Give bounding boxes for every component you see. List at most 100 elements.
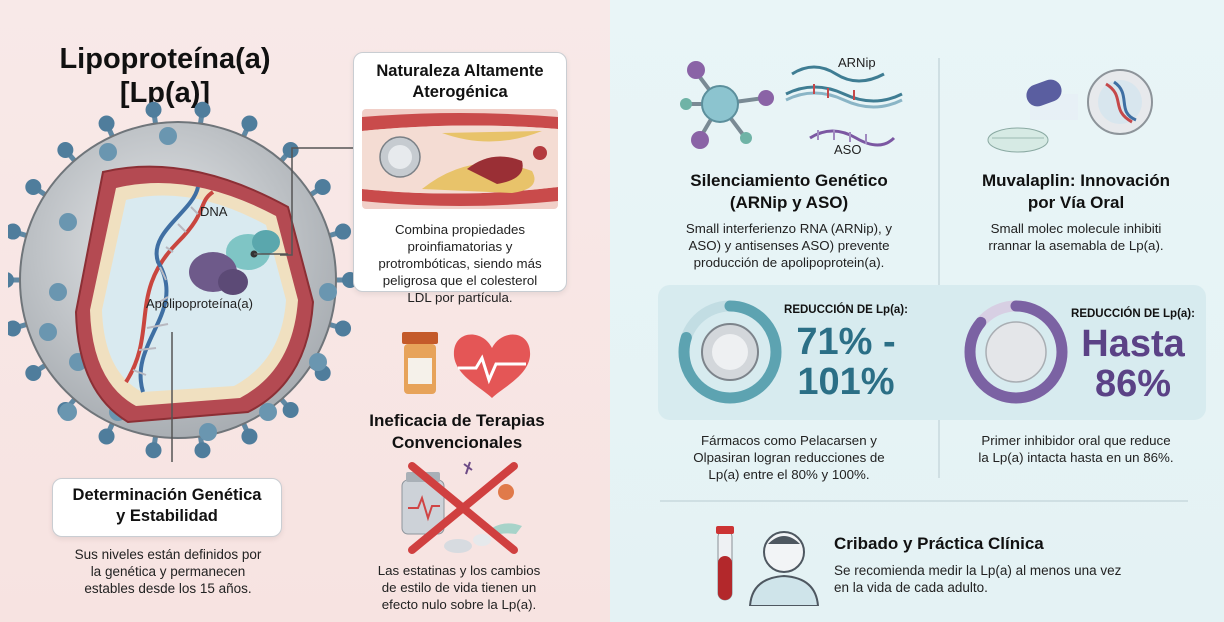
genetic-text-1: Sus niveles están definidos por xyxy=(74,547,262,562)
molecule-icon xyxy=(680,61,774,149)
silencing-text-1: Small interferienzo RNA (ARNip), y xyxy=(685,221,893,236)
silencing-value: 71% - 101% xyxy=(776,322,916,402)
oral-value-line-1: Hasta xyxy=(1081,323,1185,365)
lpa-particle-illustration xyxy=(8,101,358,462)
surface-dot xyxy=(59,213,77,231)
silencing-value-line-1: 71% - xyxy=(796,321,896,363)
spike-head xyxy=(145,442,162,459)
apolipoprotein-icon xyxy=(189,230,280,295)
genetic-text: Sus niveles están definidos por la genét… xyxy=(40,546,296,597)
dna-helix-icon xyxy=(124,186,215,393)
spike-head xyxy=(98,428,115,445)
screening-text: Se recomienda medir la Lp(a) al menos un… xyxy=(834,562,1121,596)
genetic-title-line-1: Determinación Genética xyxy=(72,486,262,504)
oral-text-2: rrannar la asemabla de Lp(a). xyxy=(988,238,1164,253)
genetic-text-3: estables desde los 15 años. xyxy=(84,581,252,596)
oral-title-line-2: por Vía Oral xyxy=(1027,193,1125,212)
genetic-card: Determinación Genética y Estabilidad xyxy=(52,478,282,537)
atherogenic-text-2: proinfiamatorias y xyxy=(407,239,513,254)
silencing-ring-progress xyxy=(678,300,782,404)
oral-value: Hasta 86% xyxy=(1062,324,1204,404)
silencing-desc-2: Olpasiran logran reducciones de xyxy=(693,450,885,465)
atherogenic-card: Naturaleza Altamente Aterogénica Combina… xyxy=(353,52,567,305)
spike-head xyxy=(282,401,299,418)
ineficacia-text-1: Las estatinas y los cambios xyxy=(377,563,541,578)
silencing-text: Small interferienzo RNA (ARNip), y ASO) … xyxy=(664,220,914,271)
spike-head xyxy=(8,272,14,288)
atherogenic-text-3: protrombóticas, siendo más xyxy=(378,256,542,271)
oral-ring xyxy=(964,300,1068,404)
spike-head xyxy=(335,320,352,337)
oral-reduction-label: REDUCCIÓN DE Lp(a): xyxy=(1071,308,1195,320)
spike-head xyxy=(314,179,331,196)
surface-dot xyxy=(49,283,67,301)
oral-desc-1: Primer inhibidor oral que reduce xyxy=(981,433,1171,448)
screening-text-1: Se recomienda medir la Lp(a) al menos un… xyxy=(834,563,1122,578)
arnip-label: ARNip xyxy=(838,55,876,70)
ineficacia-text-3: efecto nulo sobre la Lp(a). xyxy=(381,597,537,612)
ineficacia-text: Las estatinas y los cambios de estilo de… xyxy=(352,562,566,613)
atherogenic-title: Naturaleza Altamente Aterogénica xyxy=(362,61,558,103)
column-divider xyxy=(938,58,940,478)
screening-icon xyxy=(716,526,820,606)
spike-head xyxy=(241,428,258,445)
atherogenic-text-5: LDL por partícula. xyxy=(407,290,513,305)
surface-dot xyxy=(159,127,177,145)
connector-line xyxy=(280,147,356,256)
spike-head xyxy=(335,223,352,240)
silencing-reduction-label: REDUCCIÓN DE Lp(a): xyxy=(784,304,908,316)
oral-desc-2: la Lp(a) intacta hasta en un 86%. xyxy=(978,450,1174,465)
silencing-ring xyxy=(678,300,782,404)
silencing-title: Silenciamiento Genético (ARNip y ASO) xyxy=(664,170,914,214)
silencing-desc-3: Lp(a) entre el 80% y 100%. xyxy=(708,467,870,482)
apo-label: Apolipoproteína(a) xyxy=(146,296,253,311)
spike-head xyxy=(57,142,74,159)
atherogenic-text-1: Combina propiedades xyxy=(394,222,526,237)
artery-illustration xyxy=(362,109,558,209)
ineficacia-text-2: de estilo de vida tienen un xyxy=(381,580,537,595)
silencing-title-line-2: (ARNip y ASO) xyxy=(729,193,849,212)
silencing-text-2: ASO) y antisenses ASO) prevente xyxy=(688,238,890,253)
silencing-desc-1: Fármacos como Pelacarsen y xyxy=(701,433,877,448)
spike-head xyxy=(194,101,211,118)
spike-head xyxy=(145,101,162,118)
screening-text-2: en la vida de cada adulto. xyxy=(834,580,988,595)
atherogenic-title-line-1: Naturaleza Altamente xyxy=(376,62,544,80)
dna-label: DNA xyxy=(200,204,228,219)
spike-head xyxy=(8,223,21,240)
atherogenic-text-4: peligrosa que el colesterol xyxy=(382,273,538,288)
genetic-title-line-2: y Estabilidad xyxy=(116,507,218,525)
atherogenic-title-line-2: Aterogénica xyxy=(412,83,508,101)
crossed-therapy-icon xyxy=(401,461,522,554)
surface-dot xyxy=(309,353,327,371)
surface-dot xyxy=(59,403,77,421)
spike-head xyxy=(282,142,299,159)
silencing-title-line-1: Silenciamiento Genético xyxy=(690,171,888,190)
surface-dot xyxy=(99,143,117,161)
silencing-text-3: producción de apolipoprotein(a). xyxy=(693,255,885,270)
oral-text-1: Small molec molecule inhibiti xyxy=(990,221,1162,236)
ineficacia-title-line-1: Ineficacia de Terapias xyxy=(369,411,545,430)
row-divider xyxy=(660,500,1188,502)
spike-head xyxy=(25,364,42,381)
oral-value-line-2: 86% xyxy=(1094,363,1172,405)
oral-capsule-icon xyxy=(987,69,1153,153)
surface-dot xyxy=(199,423,217,441)
surface-dot xyxy=(39,323,57,341)
oral-ring-progress xyxy=(964,300,1068,404)
genetic-text-2: la genética y permanecen xyxy=(90,564,246,579)
spike-head xyxy=(25,179,42,196)
surface-dot xyxy=(259,403,277,421)
medication-heart-icon xyxy=(402,332,531,398)
ineficacia-title-line-2: Convencionales xyxy=(391,433,523,452)
screening-title: Cribado y Práctica Clínica xyxy=(834,534,1044,553)
oral-title: Muvalaplin: Innovación por Vía Oral xyxy=(956,170,1196,214)
aso-label: ASO xyxy=(834,142,862,157)
spike-head xyxy=(194,442,211,459)
title-line-2: [Lp(a)] xyxy=(119,77,211,109)
spike-head xyxy=(98,115,115,132)
rna-strands-icon xyxy=(785,65,903,147)
spike-head xyxy=(241,115,258,132)
title-line-1: Lipoproteína(a) xyxy=(59,43,271,75)
oral-title-line-1: Muvalaplin: Innovación xyxy=(982,171,1170,190)
